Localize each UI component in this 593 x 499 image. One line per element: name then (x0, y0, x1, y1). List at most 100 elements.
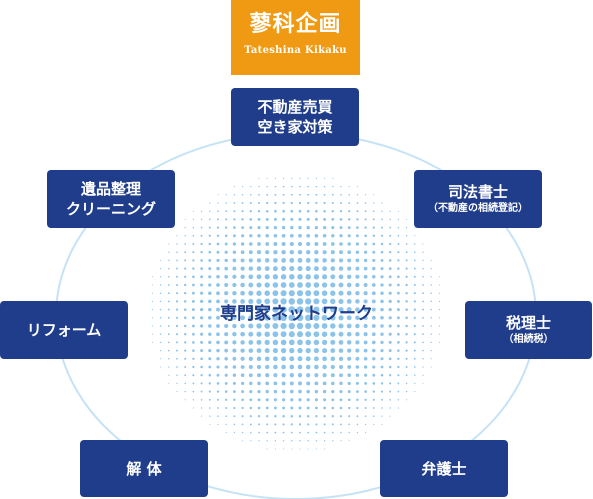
halftone-dot (422, 259, 424, 262)
halftone-dot (264, 339, 270, 346)
halftone-dot (307, 201, 310, 205)
halftone-dot (209, 415, 211, 417)
halftone-dot (241, 210, 244, 213)
halftone-dot (355, 266, 360, 271)
halftone-dot (372, 373, 376, 377)
halftone-dot (208, 242, 212, 246)
halftone-dot (208, 267, 212, 271)
halftone-dot (330, 331, 336, 337)
halftone-dot (388, 324, 392, 328)
halftone-dot (298, 414, 302, 418)
halftone-dot (281, 381, 286, 386)
halftone-dot (388, 340, 392, 344)
node-demolition[interactable]: 解 体 (80, 440, 208, 497)
halftone-dot (282, 217, 286, 221)
halftone-dot (363, 258, 368, 263)
node-tax-accountant[interactable]: 税理士 （相続税） (465, 301, 592, 359)
halftone-dot (314, 364, 319, 370)
halftone-dot (248, 250, 253, 255)
halftone-dot (280, 314, 287, 322)
halftone-dot (272, 290, 279, 297)
halftone-dot (266, 415, 269, 418)
halftone-dot (256, 290, 262, 296)
halftone-dot (331, 406, 335, 410)
halftone-dot (184, 357, 187, 360)
halftone-dot (422, 284, 424, 286)
halftone-dot (338, 315, 344, 321)
halftone-dot (272, 266, 278, 272)
halftone-dot (274, 414, 277, 418)
halftone-dot (225, 432, 227, 434)
halftone-dot (338, 258, 344, 263)
halftone-dot (314, 250, 319, 255)
halftone-dot (388, 332, 392, 336)
halftone-dot (304, 314, 312, 322)
halftone-dot (192, 390, 195, 393)
halftone-dot (273, 381, 278, 386)
halftone-dot (265, 373, 270, 378)
halftone-dot (160, 366, 162, 368)
halftone-dot (364, 423, 367, 426)
halftone-dot (240, 307, 246, 313)
halftone-dot (322, 373, 327, 378)
halftone-dot (322, 348, 328, 354)
halftone-dot (256, 274, 262, 280)
halftone-dot (248, 373, 253, 378)
halftone-dot (266, 423, 269, 426)
halftone-dot (224, 365, 228, 369)
halftone-dot (217, 210, 219, 213)
halftone-dot (256, 364, 262, 370)
halftone-dot (208, 332, 212, 336)
halftone-dot (224, 340, 229, 345)
halftone-dot (380, 275, 384, 279)
halftone-dot (346, 282, 352, 288)
halftone-dot (372, 275, 376, 279)
node-judicial-scrivener[interactable]: 司法書士 （不動産の相続登記） (414, 170, 542, 228)
halftone-dot (216, 291, 220, 296)
halftone-dot (414, 374, 416, 376)
halftone-dot (191, 299, 195, 303)
node-reform[interactable]: リフォーム (0, 301, 128, 359)
node-real-estate[interactable]: 不動産売買 空き家対策 (231, 88, 359, 146)
halftone-dot (346, 298, 352, 304)
halftone-dot (397, 407, 399, 409)
halftone-dot (405, 308, 408, 311)
halftone-dot (347, 258, 352, 263)
halftone-dot (176, 275, 178, 278)
halftone-dot (405, 349, 408, 352)
halftone-dot (257, 201, 261, 205)
halftone-dot (347, 398, 351, 402)
halftone-dot (363, 323, 368, 329)
halftone-dot (405, 267, 408, 270)
halftone-dot (176, 391, 178, 393)
halftone-dot (314, 233, 319, 238)
halftone-dot (430, 276, 432, 278)
halftone-dot (306, 414, 310, 418)
halftone-dot (331, 381, 335, 386)
node-lawyer[interactable]: 弁護士 (380, 440, 508, 497)
halftone-dot (281, 241, 286, 247)
halftone-dot (176, 374, 178, 376)
halftone-dot (200, 382, 203, 385)
halftone-dot (233, 415, 236, 418)
halftone-dot (274, 406, 277, 410)
node-estate-cleaning[interactable]: 遺品整理 クリーニング (47, 170, 175, 228)
halftone-dot (363, 266, 368, 271)
halftone-dot (272, 339, 279, 346)
halftone-dot (372, 210, 375, 213)
halftone-dot (298, 225, 302, 230)
halftone-dot (405, 390, 408, 393)
halftone-dot (321, 298, 328, 305)
halftone-dot (216, 283, 220, 287)
halftone-dot (306, 389, 310, 394)
halftone-dot (151, 292, 153, 294)
halftone-dot (389, 210, 391, 212)
halftone-dot (192, 267, 195, 270)
halftone-dot (168, 374, 170, 376)
halftone-dot (322, 389, 327, 394)
halftone-dot (389, 382, 392, 385)
halftone-dot (176, 357, 178, 360)
halftone-dot (397, 357, 400, 361)
halftone-dot (167, 341, 170, 344)
